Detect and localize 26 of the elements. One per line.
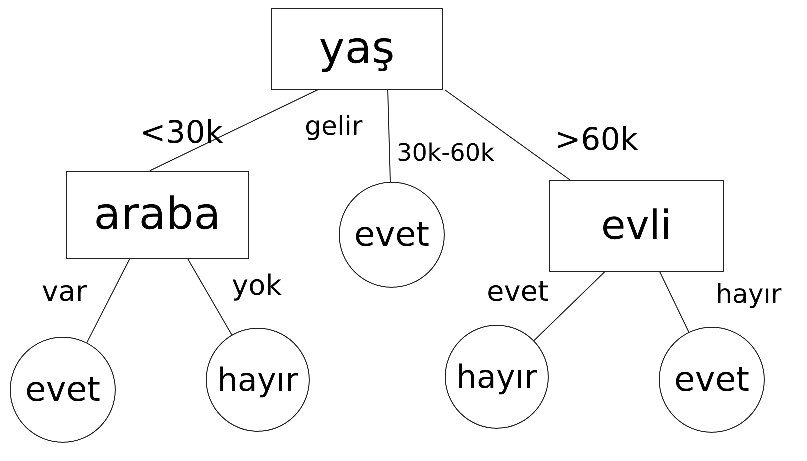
edge-label: hayır [716,282,782,308]
decision-box [66,171,249,259]
edge-label: >60k [555,125,638,156]
edge-label: <30k [140,118,224,149]
connector-line [444,90,570,180]
attribute-label: gelir [305,114,363,140]
node-label: hayır [456,361,538,393]
node-label: yaş [319,27,395,71]
edge-label: evet [487,278,550,306]
edge-label: var [42,278,88,306]
node-label: araba [94,193,221,237]
node-label: evet [25,373,101,407]
connector-line [86,258,130,344]
node-label: evli [601,206,672,246]
edge-label: 30k-60k [397,141,495,165]
edge-label: yok [232,272,282,300]
node-label: evet [354,218,430,252]
connector-line [188,258,232,336]
connector-line [388,90,392,183]
decision-box [549,180,724,272]
node-label: hayır [218,364,298,396]
connector-line [150,90,318,172]
connector-line [534,272,606,342]
node-label: evet [674,363,750,397]
decision-box [271,8,443,90]
connector-line [660,272,690,333]
